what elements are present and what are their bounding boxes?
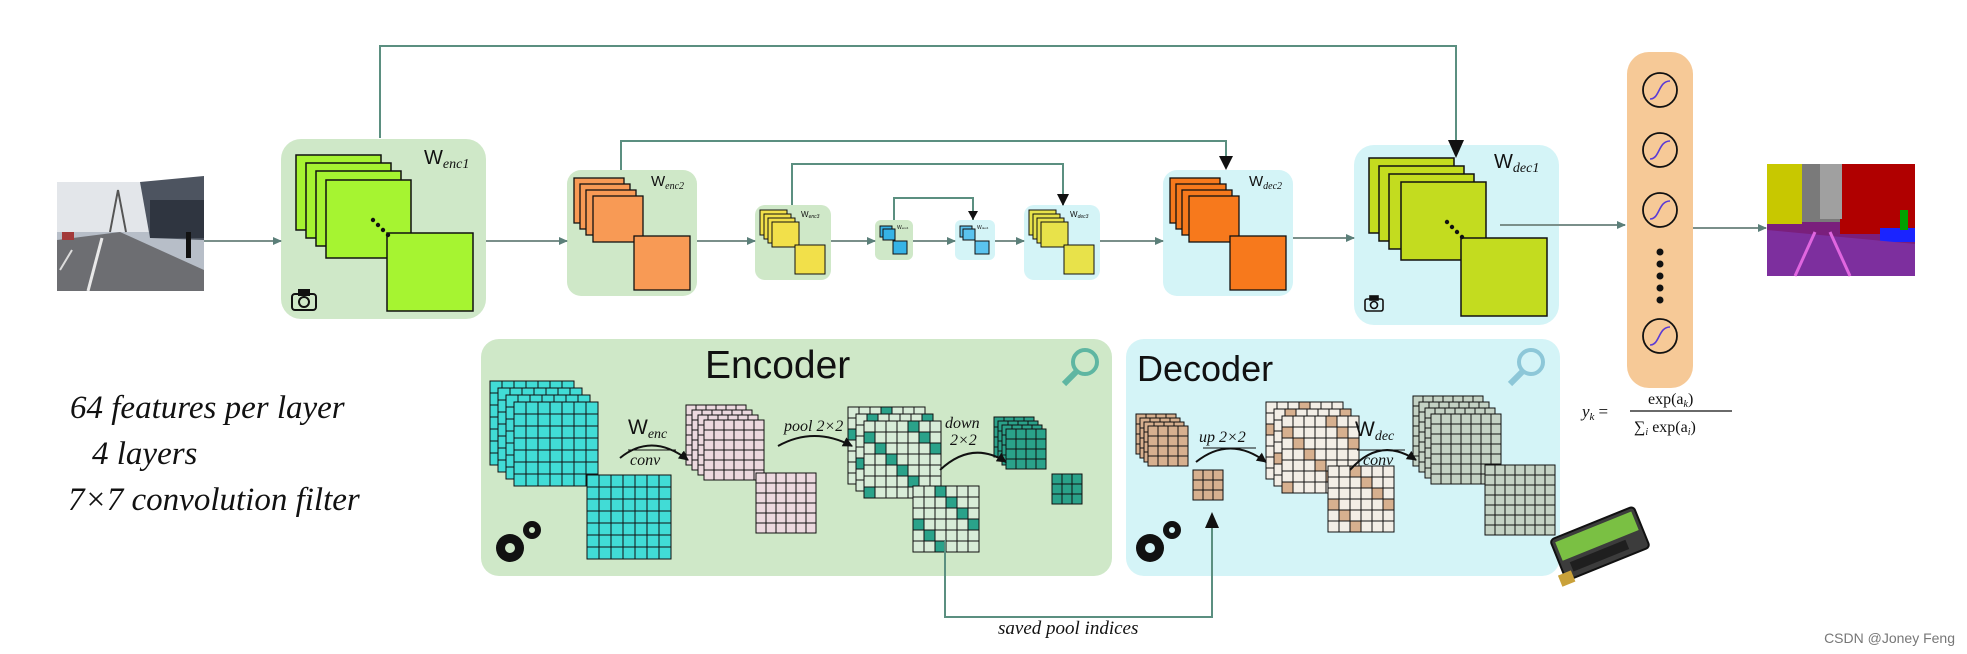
enc4-feature-stack: [879, 225, 908, 255]
dec1-w-label: Wdec1: [1494, 151, 1539, 176]
input-street-image: [57, 176, 204, 292]
dec1-feature-stack: [1368, 157, 1548, 317]
magnifier-icon: [1507, 348, 1545, 387]
gears-icon: [1136, 521, 1181, 562]
saved-pool-indices-label: saved pool indices: [998, 618, 1138, 639]
saved-pool-indices-path: [944, 516, 1213, 618]
features-per-layer: 64 features per layer: [70, 390, 345, 426]
network-settings-text: 64 features per layer 4 layers 7×7 convo…: [68, 385, 470, 523]
dec4-w-label: Wdec4: [977, 225, 989, 231]
gpu-icon: [1550, 506, 1650, 587]
flow-arrows: [204, 221, 1767, 245]
camera-icon: [291, 289, 317, 311]
enc3-feature-stack: [759, 209, 826, 275]
dec3-w-label: Wdec3: [1070, 210, 1089, 220]
dec4-feature-stack: [959, 225, 990, 255]
conv-label: conv: [630, 452, 661, 469]
decoder-title: Decoder: [1137, 348, 1273, 389]
filter-size: 7×7 convolution filter: [68, 482, 360, 518]
enc4-w-label: Wenc4: [897, 225, 909, 231]
layers-count: 4 layers: [92, 436, 198, 472]
enc2-feature-stack: [573, 177, 691, 291]
dec-conv-label: conv: [1363, 452, 1394, 469]
decoder-conv-grid: [1412, 395, 1556, 536]
skip-arrowhead: [1448, 140, 1464, 158]
gears-icon: [496, 521, 541, 562]
encoder-conv-grid: [685, 404, 817, 534]
camera-icon: [1364, 295, 1384, 312]
skip-connections: [379, 45, 1457, 220]
ellipsis-dots: [1656, 248, 1664, 304]
watermark: CSDN @Joney Feng: [1824, 630, 1955, 646]
pool-label: pool 2×2: [783, 418, 843, 435]
encoder-down-grid: [993, 416, 1083, 505]
w-dec-label: Wdec: [1355, 418, 1395, 444]
dec2-feature-stack: [1169, 177, 1287, 291]
encoder-pool-grid: [847, 406, 980, 553]
output-segmentation-map: [1767, 164, 1915, 277]
enc2-w-label: Wenc2: [651, 173, 684, 192]
dec2-w-label: Wdec2: [1249, 173, 1282, 192]
dec3-feature-stack: [1028, 209, 1095, 275]
encoder-title: Encoder: [705, 344, 850, 387]
up-label: up 2×2: [1199, 429, 1246, 446]
enc1-w-label: Wenc1: [424, 147, 469, 172]
down-label: down: [945, 415, 980, 432]
encoder-input-grid: [489, 380, 672, 560]
w-enc-label: Wenc: [628, 416, 668, 442]
svg-text:yk=: yk=: [1580, 402, 1608, 423]
down-size-label: 2×2: [950, 432, 977, 449]
magnifier-icon: [1061, 348, 1099, 387]
enc3-w-label: Wenc3: [801, 210, 820, 220]
decoder-input-grid: [1135, 413, 1224, 501]
svg-text:exp(ak): exp(ak): [1648, 391, 1693, 410]
